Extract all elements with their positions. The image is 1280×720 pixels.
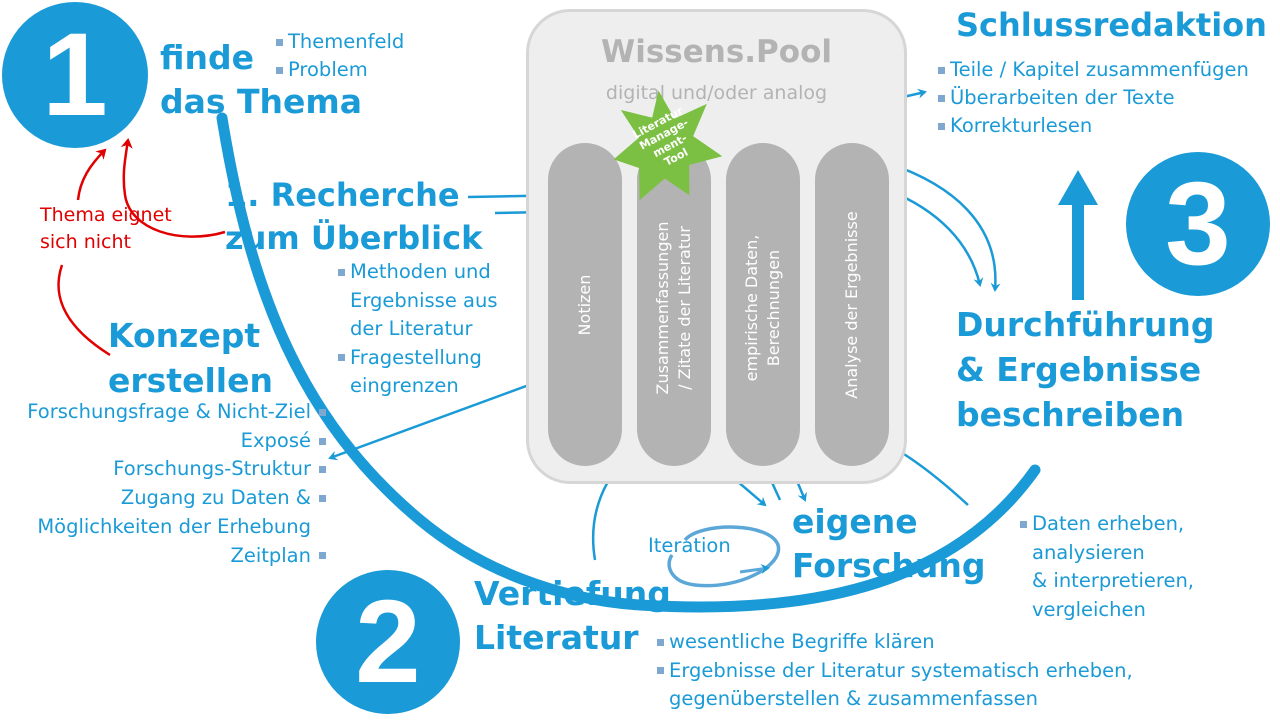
list-item: Forschungs-Struktur: [27, 455, 326, 484]
list-item: eingrenzen: [350, 374, 459, 397]
list-item: vergleichen: [1032, 597, 1146, 621]
iteration-label: Iteration: [648, 534, 731, 557]
list-item: Ergebnisse aus: [350, 288, 498, 312]
step-3-title: Durchführung & Ergebnisse beschreiben: [956, 305, 1215, 434]
list-item: Forschungsfrage & Nicht-Ziel: [27, 398, 326, 427]
recherche-bullets: Methoden und Ergebnisse aus der Literatu…: [338, 258, 498, 401]
list-item: Zeitplan: [27, 542, 326, 571]
pillar-zusammenfassungen: [637, 143, 711, 466]
list-item: Ergebnisse der Literatur systematisch er…: [657, 657, 1133, 686]
list-item: Daten erheben,: [1020, 510, 1194, 539]
recherche-title: 1. Recherche zum Überblick: [225, 176, 483, 257]
step-2-title: Vertiefung Literatur: [474, 574, 671, 657]
eigene-forschung-title: eigene Forschung: [792, 502, 986, 585]
konzept-bullets: Forschungsfrage & Nicht-Ziel Exposé Fors…: [27, 398, 326, 570]
thema-eignet-nicht-label: Thema eignet sich nicht: [40, 204, 172, 253]
step-3-bullets: Daten erheben, analysieren & interpretie…: [1020, 510, 1194, 624]
list-item: Möglichkeiten der Erhebung: [37, 514, 311, 538]
list-item: Überarbeiten der Texte: [938, 84, 1249, 112]
list-item: wesentliche Begriffe klären: [657, 628, 1133, 657]
pillar-empirische-daten: [726, 143, 800, 466]
step-1-title: finde das Thema: [160, 38, 363, 121]
step-1-circle: 1: [2, 2, 148, 148]
list-item: Korrekturlesen: [938, 112, 1249, 140]
pillar-label: empirische Daten, Berechnungen: [742, 234, 783, 382]
list-item: Themenfeld: [276, 28, 404, 56]
pillar-label: Analyse der Ergebnisse: [842, 211, 861, 399]
list-item: & interpretieren,: [1032, 569, 1195, 592]
list-item: Problem: [276, 56, 404, 84]
schluss-bullets: Teile / Kapitel zusammenfügen Überarbeit…: [938, 56, 1249, 140]
konzept-title: Konzept erstellen: [108, 316, 273, 400]
list-item: gegenüberstellen & zusammenfassen: [669, 687, 1038, 710]
step-2-bullets: wesentliche Begriffe klären Ergebnisse d…: [657, 628, 1133, 714]
step-1-bullets: Themenfeld Problem: [276, 28, 404, 84]
literatur-tool-star: [613, 90, 723, 201]
list-item: Fragestellung: [338, 344, 498, 373]
pool-title: Wissens.Pool: [601, 34, 832, 70]
step-3-circle: 3: [1126, 152, 1270, 296]
main-cycle-arc: [216, 112, 1041, 613]
pillar-label: Zusammenfassungen / Zitate der Literatur: [653, 221, 694, 395]
list-item: Teile / Kapitel zusammenfügen: [938, 56, 1249, 84]
list-item: der Literatur: [350, 317, 473, 340]
pillar-analyse: [815, 143, 889, 466]
pillar-label: Notizen: [575, 274, 594, 336]
list-item: Methoden und: [338, 258, 498, 287]
step-2-circle: 2: [316, 570, 460, 714]
pillar-notizen: [548, 143, 622, 466]
list-item: analysieren: [1032, 540, 1145, 564]
list-item: Exposé: [27, 427, 326, 456]
schluss-title: Schlussredaktion: [956, 6, 1267, 44]
list-item: Zugang zu Daten &: [27, 484, 326, 513]
